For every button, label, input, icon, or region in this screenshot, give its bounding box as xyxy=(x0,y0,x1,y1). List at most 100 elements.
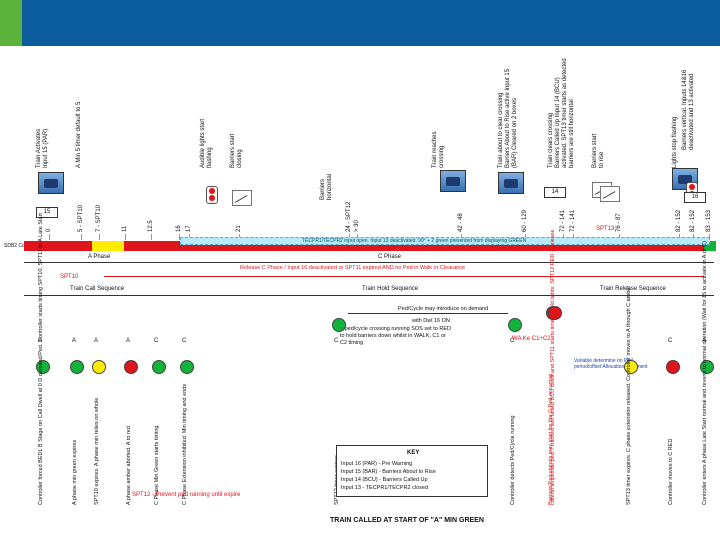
signal-lamp xyxy=(700,360,714,374)
input-box: 16 xyxy=(684,192,706,203)
ped-title: Ped/Cycle may introduce on demand xyxy=(398,306,489,312)
ntq-text: TECPR1/TECPR2 input open. Input 13 deact… xyxy=(302,238,527,244)
red-bar xyxy=(24,241,714,251)
train-thumbnail xyxy=(498,172,524,194)
timeline-label: 21 xyxy=(236,225,242,232)
column-text: SPT13 timer expires. C phase extension r… xyxy=(626,285,632,505)
input-box: 15 xyxy=(36,207,58,218)
timeline-tick xyxy=(49,234,50,240)
phase-letter: A xyxy=(126,338,131,344)
spt13-label: SPT13 xyxy=(596,226,615,232)
column-text: Controller enters A phase Late Start nor… xyxy=(702,241,708,505)
phase-letter: C xyxy=(154,338,159,344)
column-text: SPT10 expires. A phase min relies on who… xyxy=(94,397,100,505)
event-text: Train reaches crossing xyxy=(432,131,445,168)
timeline-label: 16 xyxy=(176,225,182,232)
event-text: Barriers horizontal xyxy=(320,173,333,200)
title-bar xyxy=(0,0,720,46)
timeline-label: 83 - 153 xyxy=(706,209,712,232)
call-seq-label: Train Call Sequence xyxy=(70,286,125,292)
wa-label: WA Ke C1+C2 xyxy=(512,336,551,342)
lamp xyxy=(209,195,215,201)
train-thumbnail xyxy=(38,172,64,194)
column-text: A phase min green expires xyxy=(72,439,78,505)
timeline-label: 12.5 xyxy=(148,220,154,232)
input-box: 14 xyxy=(544,187,566,198)
phase-letter: C xyxy=(334,338,339,344)
key-line: Input 15 (BAR) - Barriers About to Rise xyxy=(341,469,436,475)
c-phase-label: C Phase xyxy=(378,254,402,260)
signal-lamp xyxy=(152,360,166,374)
footer-title: TRAIN CALLED AT START OF "A" MIN GREEN xyxy=(330,517,484,524)
phase-letter: C xyxy=(182,338,187,344)
event-text: Train about to clear crossing Barriers A… xyxy=(498,68,518,168)
timeline-label: 42 - 48 xyxy=(458,213,464,232)
rel-seq-label: Train Release Sequence xyxy=(600,286,666,292)
timeline-label: 11 xyxy=(122,225,128,232)
hold-seq-label: Train Hold Sequence xyxy=(362,286,419,292)
phase-letter: A xyxy=(72,338,77,344)
phase-letter: A xyxy=(94,338,99,344)
spt10-label: SPT10 xyxy=(60,274,79,280)
key-line: Input 16 (PAR) - Pre Warning xyxy=(341,461,413,467)
column-text: Controller forced BEDL B Stage on Call D… xyxy=(38,213,44,505)
event-text: Barriers start to rise xyxy=(592,133,605,168)
seq-line xyxy=(24,295,714,296)
timeline-tick xyxy=(99,234,100,240)
lamp xyxy=(689,184,695,190)
phase-letter: A xyxy=(702,338,707,344)
phase-letter: A xyxy=(38,338,43,344)
signal-lamp xyxy=(548,306,562,320)
phase-letter: C xyxy=(510,338,515,344)
release-line xyxy=(104,276,704,277)
signal-lamp xyxy=(180,360,194,374)
timeline-label: 72 - 141 xyxy=(570,209,576,232)
timeline-label: 7 - SPT10 xyxy=(96,204,102,232)
timeline-label: 76 - 87 xyxy=(616,213,622,232)
a-phase-label: A Phase xyxy=(88,254,111,260)
event-text: Audible lights start flashing xyxy=(200,118,213,168)
release-text: Release C Phase / Input 16 deactivated o… xyxy=(240,265,466,271)
event-text: Barriers vertical. Inputs 14&16 deactiva… xyxy=(682,69,695,150)
column-text: Controller detects Ped/Cycle running xyxy=(510,415,516,505)
signal-lamp xyxy=(666,360,680,374)
dwell-text: with Dwl 16 ON xyxy=(412,318,450,324)
timeline-label: 17 xyxy=(186,225,192,232)
barrier-graph xyxy=(600,186,620,202)
wig-wag-lamps xyxy=(206,186,218,204)
signal-lamp xyxy=(36,360,50,374)
timeline-label: 24 - SPT12 xyxy=(346,201,352,232)
timeline-tick xyxy=(81,234,82,240)
event-text: A Min 5 timer default to 5 xyxy=(76,101,82,168)
key-line: Input 13 - TECPR1/TECPR2 closed xyxy=(341,485,429,491)
yellow-bar xyxy=(92,241,124,251)
event-text: Lights stop flashing xyxy=(672,116,678,168)
timeline-tick xyxy=(179,234,180,240)
timeline-label: 72 - 141 xyxy=(560,209,566,232)
timeline-label: 5 - SPT10 xyxy=(78,204,84,232)
key-line: Input 14 (BCU) - Barriers Called Up xyxy=(341,477,428,483)
timeline-tick xyxy=(151,234,152,240)
timeline-label: 82 - 152 xyxy=(676,209,682,232)
column-text: Lateral amplitude ped T tracked last tal… xyxy=(550,229,556,505)
timeline-label: > 30 xyxy=(354,220,360,232)
signal-lamp xyxy=(508,318,522,332)
signal-lamp xyxy=(624,360,638,374)
column-text: Controller moves to C RED xyxy=(668,438,674,505)
event-text: Barriers start closing xyxy=(230,133,243,168)
ped-arrow xyxy=(348,313,508,314)
sdb2-label: SDB2 Colour xyxy=(4,243,34,249)
lamp xyxy=(209,188,215,194)
timeline-label: 60 - 129 xyxy=(522,209,528,232)
cyan-bar xyxy=(180,237,710,245)
signal-lamp xyxy=(92,360,106,374)
phase-line xyxy=(24,262,714,263)
barrier-graph xyxy=(232,190,252,206)
event-text: Train clears crossing Barriers Called Up… xyxy=(548,58,575,168)
event-text: Train Activates Input 15 (PAR) xyxy=(36,128,49,168)
phase-letter: C xyxy=(668,338,673,344)
timeline-label: 82 - 152 xyxy=(690,209,696,232)
signal-lamp xyxy=(332,318,346,332)
spt12-note: SPT12 - Prevent ped running until expire xyxy=(132,492,241,498)
